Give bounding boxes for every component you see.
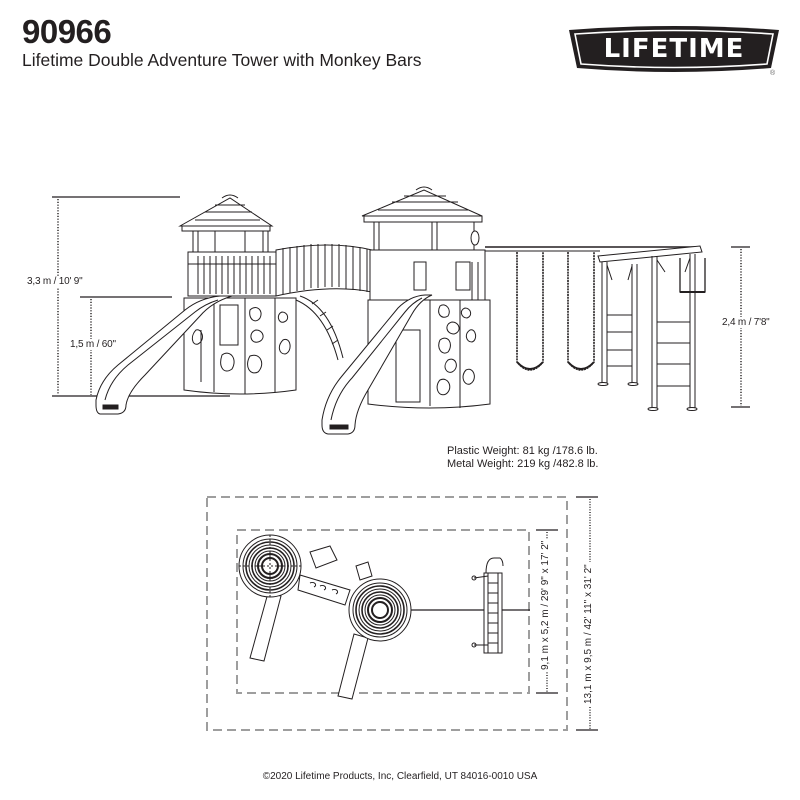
lifetime-logo: LIFETIME [566, 24, 782, 74]
footprint-label: 9,1 m x 5,2 m / 29' 9" x 17' 2" [540, 538, 551, 672]
plan-monkey-bars [471, 557, 504, 654]
footprint-outline [236, 529, 530, 694]
overall-height-dimension [52, 196, 230, 397]
safety-zone-outline [206, 496, 568, 731]
swing-height-label: 2,4 m / 7'8" [722, 317, 770, 328]
weights-block: Plastic Weight: 81 kg /178.6 lb. Metal W… [447, 445, 598, 471]
logo-badge-icon [569, 26, 779, 72]
registered-mark: ® [770, 70, 776, 77]
trapeze [679, 258, 706, 293]
climbing-arch [295, 295, 344, 361]
tower-left [178, 194, 297, 395]
bridge [275, 244, 373, 297]
belt-swing-1 [516, 252, 544, 371]
plastic-weight: Plastic Weight: 81 kg /178.6 lb. [447, 445, 598, 457]
monkey-bars [597, 245, 703, 411]
plan-tower-left [238, 534, 351, 662]
deck-height-label: 1,5 m / 60" [70, 339, 116, 350]
safety-zone-label: 13,1 m x 9,5 m / 42' 11" x 31' 2" [583, 562, 594, 706]
slide-left [95, 295, 233, 415]
slide-right [321, 294, 433, 435]
plan-tower-right [337, 561, 530, 700]
swing-beam [485, 246, 700, 252]
copyright-footer: ©2020 Lifetime Products, Inc, Clearfield… [262, 771, 538, 782]
product-title: Lifetime Double Adventure Tower with Mon… [22, 50, 422, 70]
overall-height-label: 3,3 m / 10' 9" [27, 276, 83, 287]
logo-text: LIFETIME [603, 34, 745, 64]
belt-swing-2 [567, 252, 595, 371]
metal-weight: Metal Weight: 219 kg /482.8 lb. [447, 458, 599, 470]
model-number: 90966 [22, 13, 112, 50]
